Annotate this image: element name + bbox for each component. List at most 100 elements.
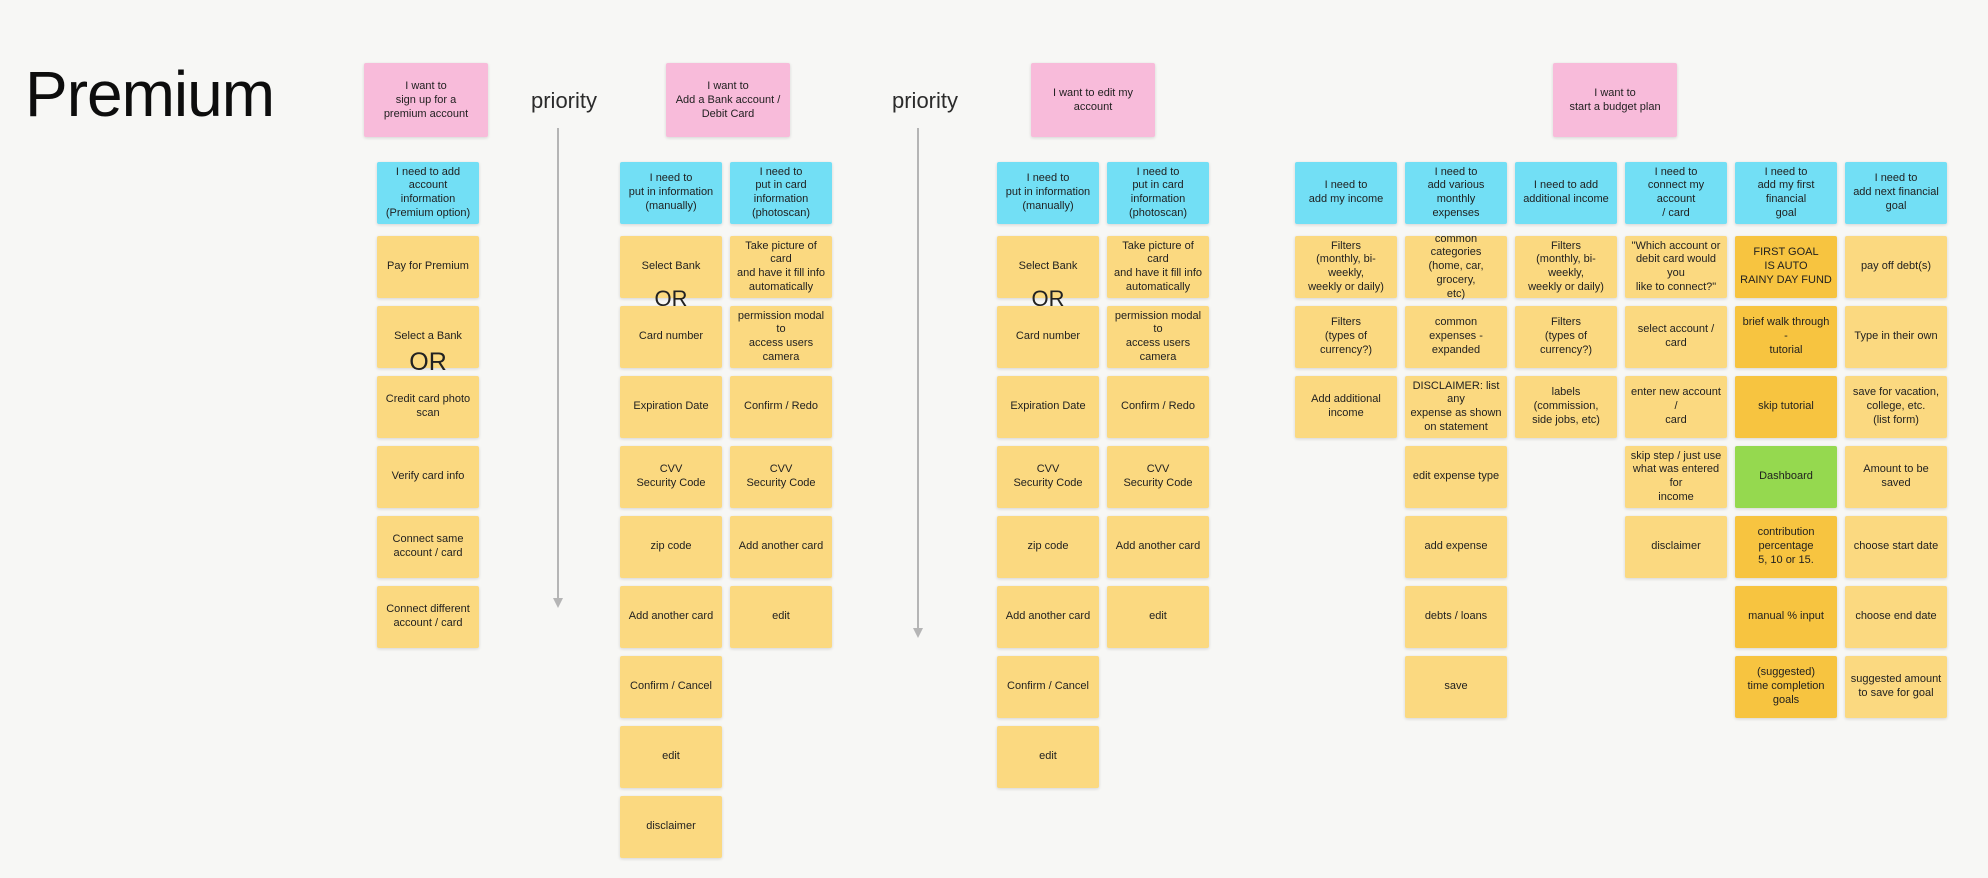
column: I need to put in information (manually) … xyxy=(997,162,1099,788)
group-budget-columns: I need to add my income Filters (monthly… xyxy=(1295,162,1947,718)
sticky-note[interactable]: edit xyxy=(620,726,722,788)
sticky-note[interactable]: Add another card xyxy=(997,586,1099,648)
goal-note-edit-account[interactable]: I want to edit my account xyxy=(1031,63,1155,137)
sticky-note[interactable]: pay off debt(s) xyxy=(1845,236,1947,298)
sticky-note[interactable]: zip code xyxy=(997,516,1099,578)
sticky-note[interactable]: CVV Security Code xyxy=(997,446,1099,508)
sticky-note[interactable]: Connect same account / card xyxy=(377,516,479,578)
sticky-note[interactable]: CVV Security Code xyxy=(620,446,722,508)
group-signup-columns: I need to add account information (Premi… xyxy=(377,162,479,648)
sticky-note[interactable]: disclaimer xyxy=(1625,516,1727,578)
or-label-3[interactable]: OR xyxy=(1031,286,1065,311)
goal-note-signup[interactable]: I want to sign up for a premium account xyxy=(364,63,488,137)
priority-label-2[interactable]: priority xyxy=(892,88,959,113)
sticky-note[interactable]: Expiration Date xyxy=(997,376,1099,438)
sticky-note[interactable]: Take picture of card and have it fill in… xyxy=(730,236,832,298)
priority-label-1[interactable]: priority xyxy=(531,88,598,113)
sticky-note[interactable]: manual % input xyxy=(1735,586,1837,648)
sticky-note[interactable]: skip tutorial xyxy=(1735,376,1837,438)
sticky-note[interactable]: (suggested) time completion goals xyxy=(1735,656,1837,718)
sticky-note[interactable]: Credit card photo scan xyxy=(377,376,479,438)
sticky-note[interactable]: Amount to be saved xyxy=(1845,446,1947,508)
goal-note-budget-plan[interactable]: I want to start a budget plan xyxy=(1553,63,1677,137)
column: I need to add next financial goal pay of… xyxy=(1845,162,1947,718)
sticky-note[interactable]: Filters (types of currency?) xyxy=(1515,306,1617,368)
sticky-note[interactable]: labels (commission, side jobs, etc) xyxy=(1515,376,1617,438)
sticky-note[interactable]: "Which account or debit card would you l… xyxy=(1625,236,1727,298)
sticky-note[interactable]: Type in their own xyxy=(1845,306,1947,368)
goal-note-add-bank[interactable]: I want to Add a Bank account / Debit Car… xyxy=(666,63,790,137)
sub-goal-note[interactable]: I need to add account information (Premi… xyxy=(377,162,479,224)
sticky-note[interactable]: Card number xyxy=(620,306,722,368)
or-label-1[interactable]: OR xyxy=(409,348,447,376)
sticky-note[interactable]: common expenses - expanded xyxy=(1405,306,1507,368)
sub-goal-note[interactable]: I need to add my income xyxy=(1295,162,1397,224)
sticky-note[interactable]: Add another card xyxy=(620,586,722,648)
sticky-note[interactable]: CVV Security Code xyxy=(730,446,832,508)
board-title[interactable]: Premium xyxy=(25,58,275,130)
sticky-note[interactable]: suggested amount to save for goal xyxy=(1845,656,1947,718)
sticky-note[interactable]: Add another card xyxy=(730,516,832,578)
sticky-note[interactable]: Select Bank xyxy=(997,236,1099,298)
sticky-note[interactable]: Expiration Date xyxy=(620,376,722,438)
sticky-note[interactable]: DISCLAIMER: list any expense as shown on… xyxy=(1405,376,1507,438)
sticky-note[interactable]: Connect different account / card xyxy=(377,586,479,648)
sticky-note[interactable]: enter new account / card xyxy=(1625,376,1727,438)
sub-goal-note[interactable]: I need to put in information (manually) xyxy=(620,162,722,224)
sticky-note[interactable]: edit xyxy=(1107,586,1209,648)
sticky-note[interactable]: Add another card xyxy=(1107,516,1209,578)
sticky-note[interactable]: disclaimer xyxy=(620,796,722,858)
sticky-note[interactable]: edit expense type xyxy=(1405,446,1507,508)
sub-goal-note[interactable]: I need to add additional income xyxy=(1515,162,1617,224)
sticky-note[interactable]: Confirm / Redo xyxy=(1107,376,1209,438)
sticky-note[interactable]: save for vacation, college, etc. (list f… xyxy=(1845,376,1947,438)
sticky-note[interactable]: FIRST GOAL IS AUTO RAINY DAY FUND xyxy=(1735,236,1837,298)
sticky-note[interactable]: choose start date xyxy=(1845,516,1947,578)
sub-goal-note[interactable]: I need to add next financial goal xyxy=(1845,162,1947,224)
sticky-note[interactable]: permission modal to access users camera xyxy=(730,306,832,368)
sticky-note[interactable]: common categories (home, car, grocery, e… xyxy=(1405,233,1507,300)
sticky-note[interactable]: Filters (monthly, bi-weekly, weekly or d… xyxy=(1295,236,1397,298)
column: I need to add my first financial goal FI… xyxy=(1735,162,1837,718)
sticky-note[interactable]: Select Bank xyxy=(620,236,722,298)
sticky-note[interactable]: Pay for Premium xyxy=(377,236,479,298)
or-label-2[interactable]: OR xyxy=(654,286,688,311)
sticky-note[interactable]: debts / loans xyxy=(1405,586,1507,648)
sticky-note[interactable]: Filters (monthly, bi-weekly, weekly or d… xyxy=(1515,236,1617,298)
sub-goal-note[interactable]: I need to put in card information (photo… xyxy=(1107,162,1209,224)
sub-goal-note[interactable]: I need to put in information (manually) xyxy=(997,162,1099,224)
sticky-note[interactable]: zip code xyxy=(620,516,722,578)
sticky-note[interactable]: CVV Security Code xyxy=(1107,446,1209,508)
sticky-note[interactable]: Confirm / Cancel xyxy=(620,656,722,718)
sub-goal-note[interactable]: I need to add my first financial goal xyxy=(1735,162,1837,224)
sticky-note[interactable]: contribution percentage 5, 10 or 15. xyxy=(1735,516,1837,578)
sticky-note[interactable]: select account / card xyxy=(1625,306,1727,368)
sticky-note[interactable]: add expense xyxy=(1405,516,1507,578)
group-edit-account-columns: I need to put in information (manually) … xyxy=(997,162,1209,788)
priority-arrow-down-1[interactable] xyxy=(553,128,563,608)
sub-goal-note[interactable]: I need to connect my account / card xyxy=(1625,162,1727,224)
sticky-note[interactable]: permission modal to access users camera xyxy=(1107,306,1209,368)
sticky-note[interactable]: Filters (types of currency?) xyxy=(1295,306,1397,368)
sticky-note[interactable]: edit xyxy=(997,726,1099,788)
sticky-note[interactable]: choose end date xyxy=(1845,586,1947,648)
sticky-note[interactable]: save xyxy=(1405,656,1507,718)
sub-goal-note[interactable]: I need to put in card information (photo… xyxy=(730,162,832,224)
sticky-note[interactable]: Verify card info xyxy=(377,446,479,508)
sticky-note[interactable]: Dashboard xyxy=(1735,446,1837,508)
sticky-note[interactable]: Confirm / Cancel xyxy=(997,656,1099,718)
column: I need to add additional income Filters … xyxy=(1515,162,1617,438)
sticky-note[interactable]: Select a Bank xyxy=(377,306,479,368)
sticky-note[interactable]: Take picture of card and have it fill in… xyxy=(1107,236,1209,298)
sticky-note[interactable]: Card number xyxy=(997,306,1099,368)
sticky-note[interactable]: skip step / just use what was entered fo… xyxy=(1625,446,1727,508)
group-add-bank-columns: I need to put in information (manually) … xyxy=(620,162,832,858)
sticky-note[interactable]: brief walk through - tutorial xyxy=(1735,306,1837,368)
sub-goal-note[interactable]: I need to add various monthly expenses xyxy=(1405,162,1507,224)
sticky-note[interactable]: edit xyxy=(730,586,832,648)
priority-arrow-down-2[interactable] xyxy=(913,128,923,638)
column: I need to put in card information (photo… xyxy=(1107,162,1209,648)
sticky-note[interactable]: Add additional income xyxy=(1295,376,1397,438)
sticky-note[interactable]: Confirm / Redo xyxy=(730,376,832,438)
